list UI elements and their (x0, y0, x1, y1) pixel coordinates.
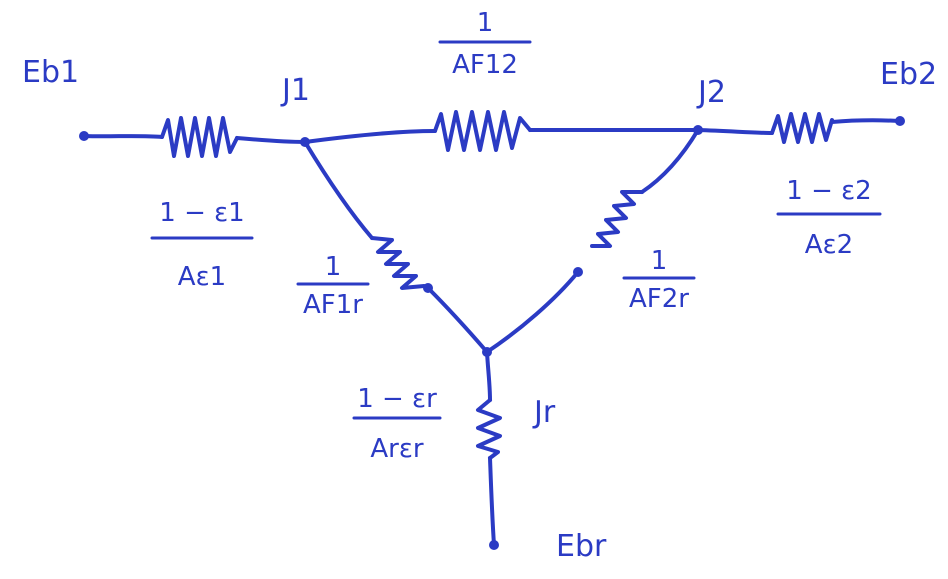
wire-resistor2r-jr (485, 270, 580, 354)
resistor-2r-end-dot (573, 267, 583, 277)
surface-2-numerator: 1 − ε2 (786, 176, 872, 206)
terminal-eb2-dot (895, 116, 905, 126)
wire-j1-resistor12 (303, 129, 437, 144)
space-2r-numerator: 1 (650, 246, 668, 276)
space-1r-denominator: AF1r (303, 290, 363, 320)
junction-jr-dot (482, 347, 492, 357)
surface-r-denominator: Arεr (370, 434, 424, 464)
space-1r-numerator: 1 (324, 252, 342, 282)
wire-resistor1r-jr (426, 286, 489, 354)
space-12-denominator: AF12 (452, 50, 518, 80)
label-eb2: Eb2 (880, 57, 938, 92)
wire-j1-resistor1r (303, 140, 374, 240)
terminal-ebr-dot (489, 540, 499, 550)
surface-1-denominator: Aε1 (177, 262, 227, 292)
terminal-eb1-dot (79, 131, 89, 141)
resistor-surface-2 (770, 112, 834, 144)
label-jr: Jr (534, 395, 556, 430)
resistor-space-2r (590, 190, 644, 248)
space-2r-denominator: AF2r (629, 284, 689, 314)
resistor-surface-1 (160, 116, 239, 158)
wire-resistor-j1 (235, 136, 307, 144)
label-ebr: Ebr (556, 529, 607, 564)
wire-j2-resistor2 (696, 128, 774, 135)
label-eb1: Eb1 (22, 55, 80, 90)
resistor-1r-end-dot (423, 283, 433, 293)
wire-eb1-resistor (82, 134, 164, 139)
junction-j2-dot (693, 125, 703, 135)
resistor-space-12 (433, 110, 532, 152)
label-j2: J2 (698, 75, 726, 110)
surface-r-numerator: 1 − εr (357, 384, 437, 414)
space-12-numerator: 1 (476, 8, 494, 38)
wire-jr-resistorr (485, 350, 492, 402)
junction-j1-dot (300, 137, 310, 147)
wire-resistorr-ebr (488, 456, 496, 547)
resistor-surface-r (476, 398, 502, 460)
surface-1-numerator: 1 − ε1 (159, 198, 245, 228)
wire-j2-resistor2r (640, 128, 700, 194)
label-j1: J1 (282, 73, 310, 108)
surface-2-denominator: Aε2 (804, 230, 854, 260)
resistor-space-1r (370, 236, 426, 290)
wire-resistor2-eb2 (830, 118, 902, 124)
